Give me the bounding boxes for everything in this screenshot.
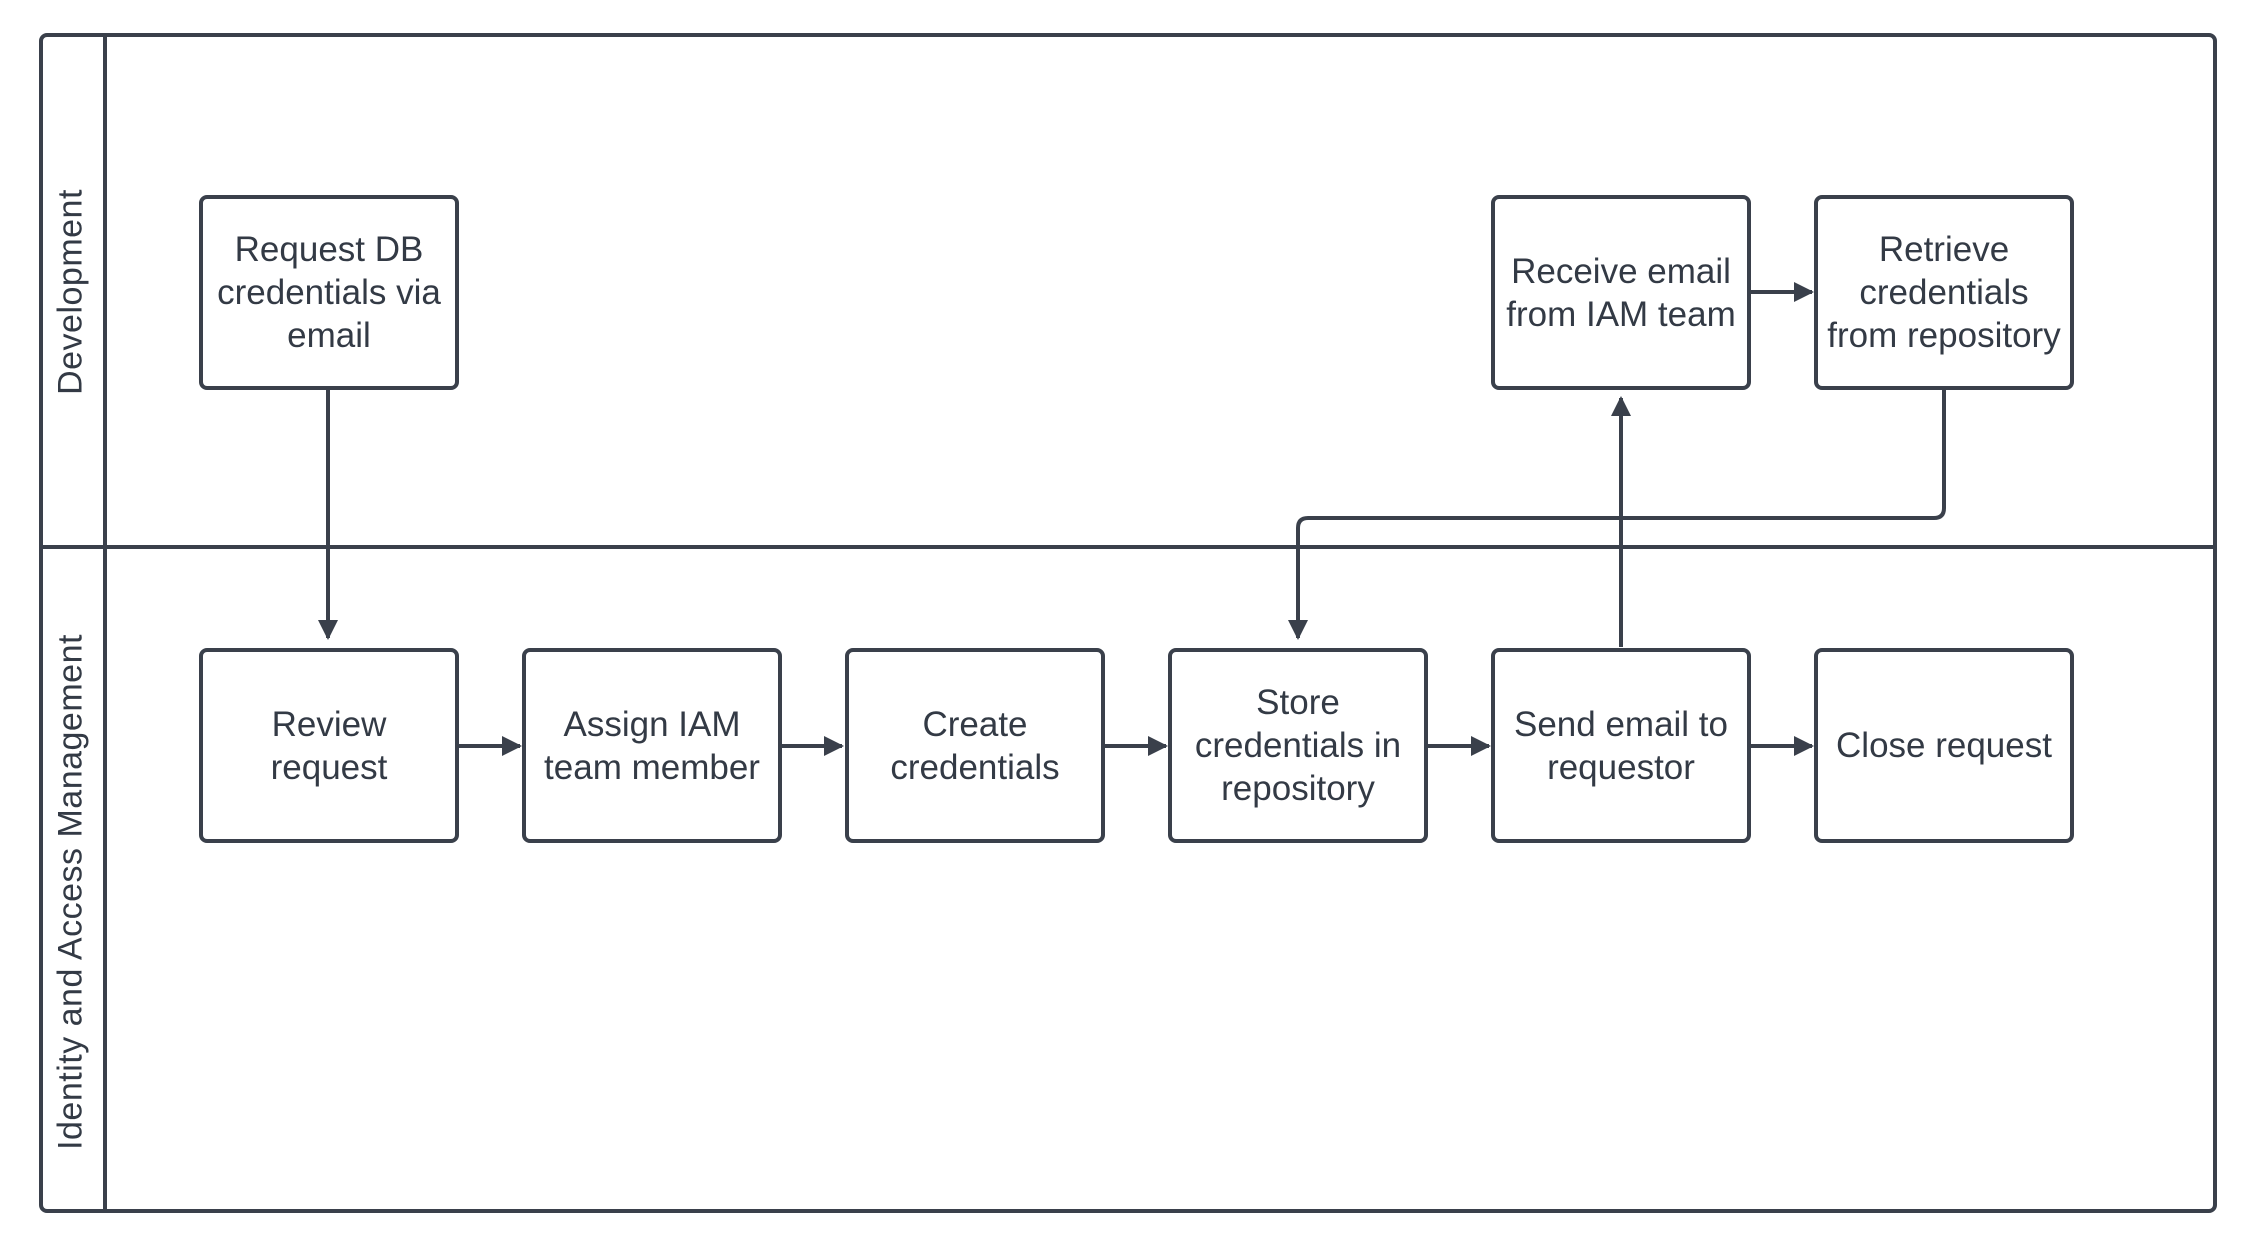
edge-retrieve-store [1288, 390, 1946, 640]
node-label: Store credentials in repository [1194, 683, 1402, 808]
node-receive-email: Receive email from IAM team [1491, 195, 1751, 390]
node-close-request: Close request [1814, 648, 2074, 843]
node-request-db-credentials: Request DB credentials via email [199, 195, 459, 390]
lane-header-divider [103, 33, 107, 1213]
node-label: Assign IAM team member [544, 704, 760, 787]
node-label: Retrieve credentials from repository [1827, 230, 2061, 355]
node-label: Review request [270, 704, 388, 787]
node-label: Close request [1836, 726, 2052, 765]
node-label: Receive email from IAM team [1506, 251, 1736, 334]
node-label: Request DB credentials via email [217, 230, 441, 355]
node-label: Create credentials [890, 704, 1060, 787]
node-create-credentials: Create credentials [845, 648, 1105, 843]
node-review-request: Review request [199, 648, 459, 843]
node-store-credentials: Store credentials in repository [1168, 648, 1428, 843]
node-label: Send email to requestor [1513, 704, 1729, 787]
lane-divider [39, 545, 2217, 549]
node-send-email: Send email to requestor [1491, 648, 1751, 843]
node-retrieve-credentials: Retrieve credentials from repository [1814, 195, 2074, 390]
node-assign-iam-member: Assign IAM team member [522, 648, 782, 843]
diagram-frame [39, 33, 2217, 1213]
